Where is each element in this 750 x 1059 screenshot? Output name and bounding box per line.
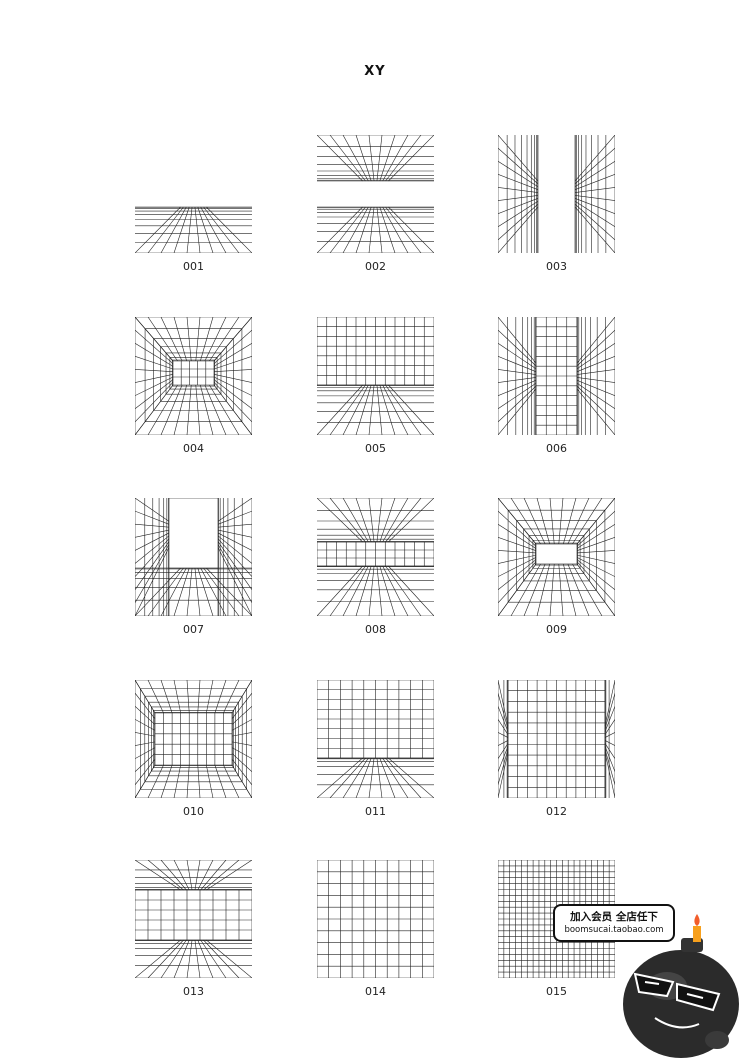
perspective-grid-preview bbox=[498, 317, 615, 435]
template-tile[interactable]: 001 bbox=[135, 135, 252, 275]
perspective-grid-preview bbox=[498, 680, 615, 798]
template-label: 014 bbox=[365, 985, 386, 998]
template-label: 009 bbox=[546, 623, 567, 636]
perspective-grid-preview bbox=[317, 498, 434, 616]
template-label: 012 bbox=[546, 805, 567, 818]
perspective-grid-preview bbox=[135, 317, 252, 435]
template-tile[interactable]: 009 bbox=[498, 498, 615, 638]
perspective-grid-preview bbox=[317, 680, 434, 798]
perspective-grid-preview bbox=[498, 498, 615, 616]
template-label: 002 bbox=[365, 260, 386, 273]
template-tile[interactable]: 008 bbox=[317, 498, 434, 638]
template-tile[interactable]: 010 bbox=[135, 680, 252, 820]
template-tile[interactable]: 013 bbox=[135, 860, 252, 1000]
template-label: 005 bbox=[365, 442, 386, 455]
perspective-grid-preview bbox=[135, 680, 252, 798]
template-label: 004 bbox=[183, 442, 204, 455]
template-label: 001 bbox=[183, 260, 204, 273]
perspective-grid-preview bbox=[135, 498, 252, 616]
template-label: 010 bbox=[183, 805, 204, 818]
template-label: 007 bbox=[183, 623, 204, 636]
template-tile[interactable]: 011 bbox=[317, 680, 434, 820]
perspective-grid-preview bbox=[135, 860, 252, 978]
template-label: 015 bbox=[546, 985, 567, 998]
promo-badge[interactable]: 加入会员 全店任下 boomsucai.taobao.com bbox=[553, 904, 675, 942]
template-label: 003 bbox=[546, 260, 567, 273]
template-label: 011 bbox=[365, 805, 386, 818]
template-tile[interactable]: 002 bbox=[317, 135, 434, 275]
template-tile[interactable]: 007 bbox=[135, 498, 252, 638]
template-tile[interactable]: 005 bbox=[317, 317, 434, 457]
template-tile[interactable]: 012 bbox=[498, 680, 615, 820]
bomb-mascot-icon bbox=[623, 914, 739, 1058]
perspective-grid-preview bbox=[317, 135, 434, 253]
template-tile[interactable]: 004 bbox=[135, 317, 252, 457]
template-label: 006 bbox=[546, 442, 567, 455]
perspective-grid-preview bbox=[498, 135, 615, 253]
template-label: 013 bbox=[183, 985, 204, 998]
page-title: XY bbox=[364, 64, 386, 79]
template-label: 008 bbox=[365, 623, 386, 636]
template-tile[interactable]: 006 bbox=[498, 317, 615, 457]
perspective-grid-preview bbox=[317, 860, 434, 978]
promo-line-1: 加入会员 全店任下 bbox=[570, 911, 658, 923]
perspective-grid-preview bbox=[135, 206, 252, 253]
template-tile[interactable]: 003 bbox=[498, 135, 615, 275]
template-tile[interactable]: 014 bbox=[317, 860, 434, 1000]
promo-url[interactable]: boomsucai.taobao.com bbox=[564, 925, 664, 935]
perspective-grid-preview bbox=[317, 317, 434, 435]
